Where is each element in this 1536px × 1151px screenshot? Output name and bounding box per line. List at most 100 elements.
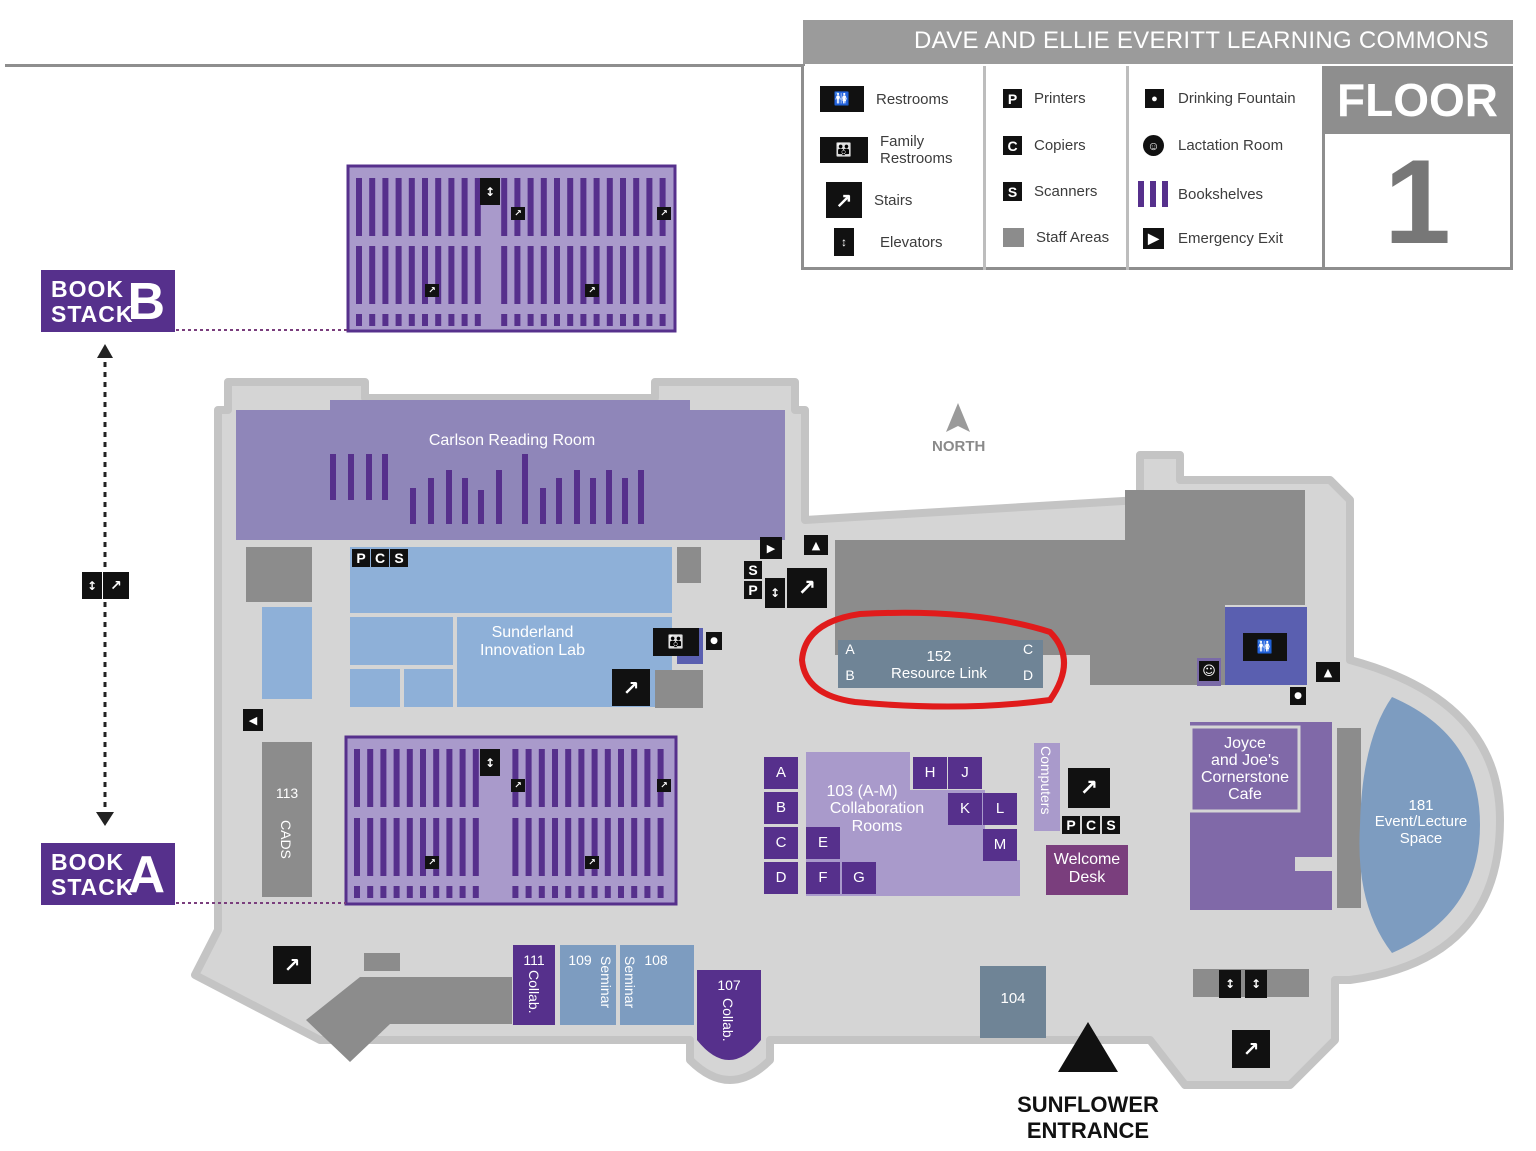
family-restroom-icon: 👪 (653, 628, 699, 656)
cads-label: CADS (278, 820, 295, 859)
bookshelf (422, 246, 428, 304)
legend-label: Copiers (1034, 137, 1086, 154)
bookshelf (512, 818, 519, 876)
elevator-icon: ↕ (1245, 970, 1267, 998)
room-104-number: 104 (1000, 990, 1026, 1007)
bookshelf (567, 314, 574, 326)
collab-room-b: B (764, 792, 798, 824)
room-111-name: Collab. (526, 970, 543, 1014)
collab-room-f: F (806, 862, 840, 894)
bookshelf (356, 314, 362, 326)
bookshelf (580, 178, 587, 236)
bookshelf (538, 886, 545, 898)
bookshelf (367, 818, 374, 876)
room-107-name: Collab. (720, 998, 737, 1042)
bookshelf (591, 818, 598, 876)
bookshelf (657, 749, 664, 807)
bookshelf (496, 470, 502, 524)
room-113-number: 113 (275, 785, 299, 801)
bookshelf (433, 886, 440, 898)
bookshelf (448, 314, 455, 326)
copier-icon: C (1003, 136, 1022, 155)
legend-item-drinking-fountain: ● Drinking Fountain (1145, 89, 1296, 108)
collab-room-l: L (983, 793, 1017, 825)
bookshelf (578, 886, 585, 898)
book-stack-a-tag: BOOK STACK A (41, 843, 175, 905)
scanner-icon: S (1003, 182, 1022, 201)
bookshelf (514, 314, 521, 326)
legend-item-printers: P Printers (1003, 89, 1086, 108)
bookshelf (593, 246, 600, 304)
bookshelf (435, 178, 442, 236)
bookshelf (525, 886, 532, 898)
emergency-exit-icon: ▶ (760, 537, 782, 559)
scanner-icon: S (1102, 816, 1120, 834)
bookshelf (604, 886, 611, 898)
bookshelf (478, 490, 484, 524)
bookshelf (618, 749, 624, 807)
elevator-icon: ↕ (480, 178, 500, 205)
staff-area-lab (677, 547, 701, 583)
legend-item-copiers: C Copiers (1003, 136, 1086, 155)
legend-item-stairs: ↗ Stairs (826, 182, 912, 218)
bookshelf (354, 886, 360, 898)
bookshelves-icon (1138, 181, 1170, 207)
bookshelf (578, 818, 585, 876)
carlson-reading-room (236, 400, 785, 540)
bookshelf (604, 749, 611, 807)
bookshelf (631, 749, 638, 807)
bookshelf (420, 818, 426, 876)
bookshelf (552, 749, 558, 807)
legend-item-emergency-exit: ▶ Emergency Exit (1143, 228, 1283, 249)
bookshelf (446, 886, 453, 898)
bookshelf (618, 818, 624, 876)
resource-link-name: Resource Link (891, 665, 987, 682)
drinking-fountain-icon: ● (706, 632, 722, 650)
bookshelf (646, 178, 653, 236)
bookshelf (382, 246, 389, 304)
bookshelf (606, 178, 613, 236)
room-109 (560, 945, 616, 1025)
bookshelf (633, 178, 640, 236)
legend-label: Emergency Exit (1178, 230, 1284, 247)
bookshelf (565, 886, 572, 898)
bookshelf (620, 178, 626, 236)
family-restroom-icon: 👪 (820, 137, 868, 163)
bookshelf (527, 246, 534, 304)
resource-link-highlight (798, 609, 1067, 710)
bookshelf (428, 478, 434, 524)
bookshelf (408, 314, 415, 326)
computers-area (1034, 743, 1060, 831)
room-113 (262, 742, 312, 897)
bookshelf (567, 178, 574, 236)
stairs-icon: ↗ (425, 284, 439, 297)
room-108-number: 108 (644, 952, 668, 968)
bookshelf (459, 749, 466, 807)
resource-link-room-d: D (1022, 667, 1034, 683)
stairs-icon: ↗ (826, 182, 862, 218)
room-108-name: Seminar (622, 956, 639, 1009)
elevator-icon: ↕ (765, 578, 785, 608)
bookshelf (422, 178, 428, 236)
emergency-exit-icon: ◀ (243, 709, 263, 731)
collab-room-h: H (913, 757, 947, 789)
bookshelf (538, 818, 545, 876)
printer-icon: P (1003, 89, 1022, 108)
printer-icon: P (352, 549, 370, 567)
entrance-triangle-icon (1058, 1022, 1118, 1072)
cafe-notch (1295, 857, 1333, 871)
bookshelf (369, 314, 376, 326)
legend-item-restrooms: 🚻 Restrooms (820, 86, 949, 112)
bookshelf (580, 246, 587, 304)
room-104 (980, 966, 1046, 1038)
elevator-icon: ↕ (1219, 970, 1241, 998)
bookshelf (501, 246, 508, 304)
legend-item-family-restrooms: 👪 Family Restrooms (820, 133, 953, 167)
collab-room-c: C (764, 827, 798, 859)
bookshelf (644, 818, 651, 876)
drinking-fountain-icon: ● (1145, 89, 1164, 108)
room-109-name: Seminar (598, 956, 615, 1009)
bookshelf (472, 749, 479, 807)
collaboration-rooms-area (806, 752, 1020, 896)
